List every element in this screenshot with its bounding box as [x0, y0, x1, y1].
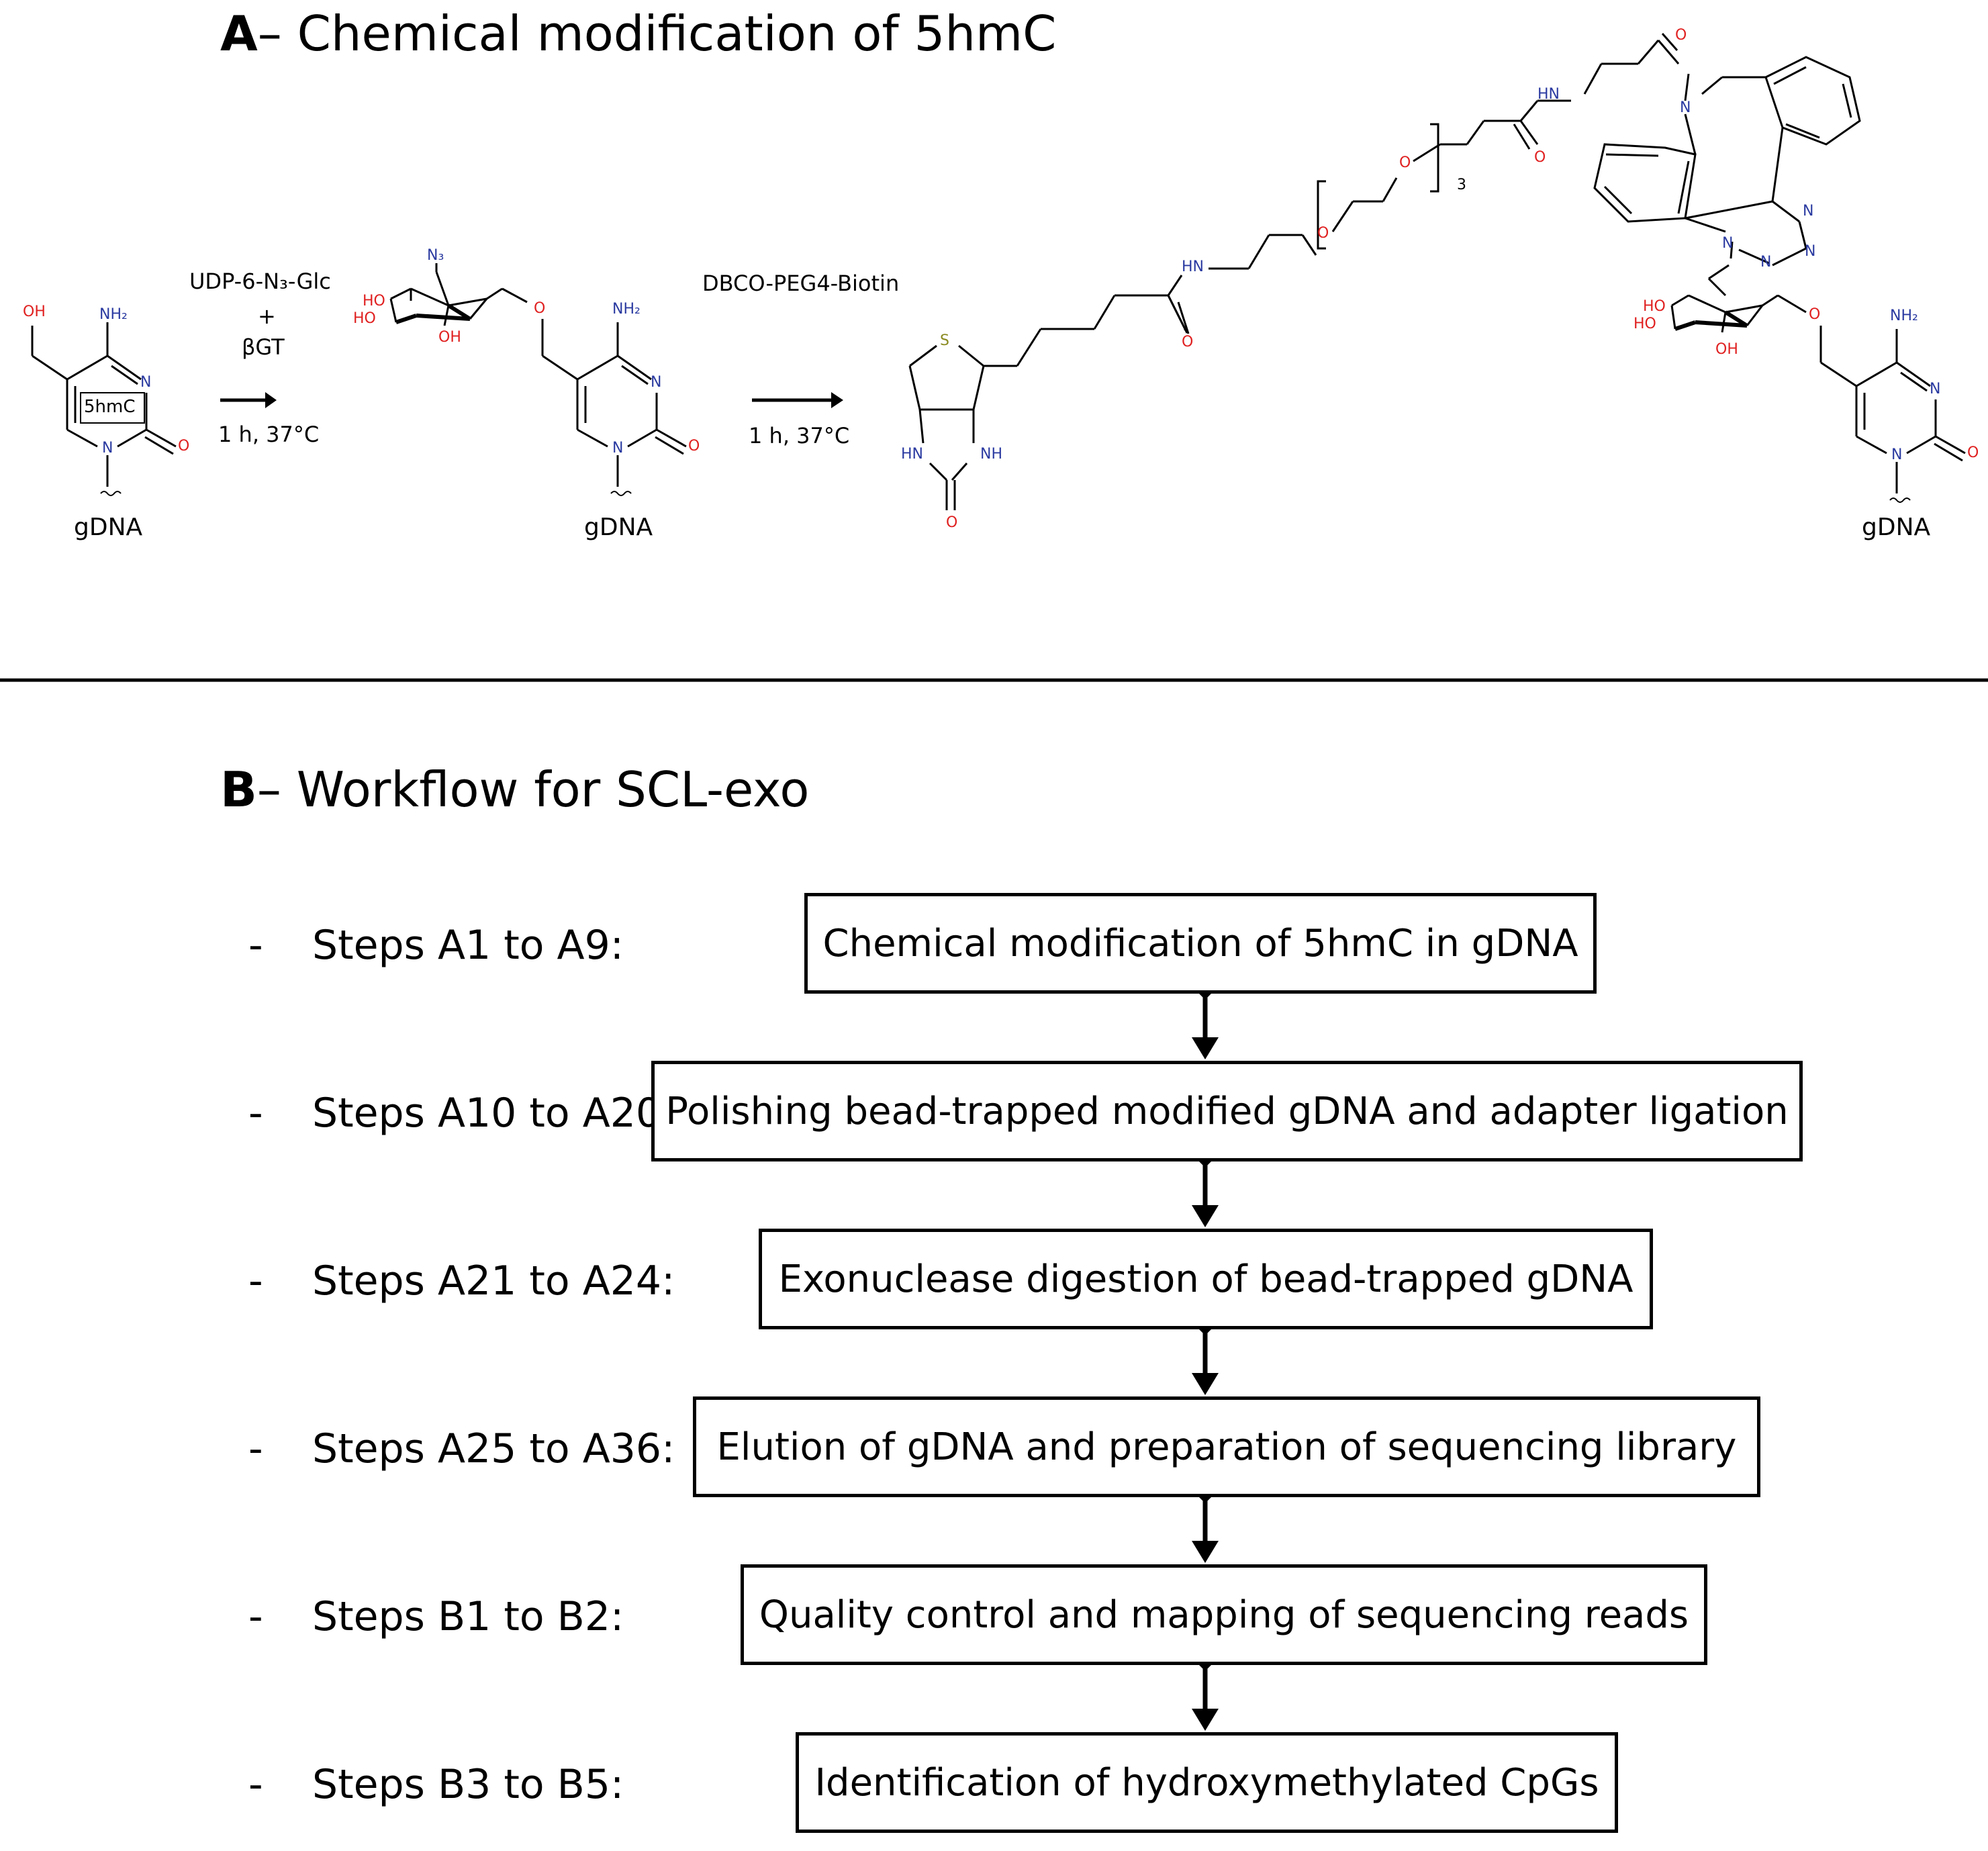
bonds — [31, 33, 1966, 510]
atom-n3: N₃ — [427, 247, 444, 264]
gdna-label-1: gDNA — [74, 514, 143, 541]
step-label-3: Steps A21 to A24: — [312, 1257, 675, 1304]
atom-nh2: NH₂ — [1890, 307, 1918, 324]
step-bullet: - — [248, 1090, 263, 1137]
step-bullet: - — [248, 1593, 263, 1640]
step-label-6: Steps B3 to B5: — [312, 1761, 624, 1808]
atom-n: N — [1803, 203, 1814, 220]
workflow-box-2-text: Polishing bead-trapped modified gDNA and… — [665, 1089, 1789, 1133]
section-a-letter: A — [220, 5, 258, 62]
step-bullet: - — [248, 922, 263, 969]
atom-n: N — [1891, 446, 1903, 463]
atom-oh: OH — [1715, 341, 1738, 358]
workflow-box-1-text: Chemical modification of 5hmC in gDNA — [822, 921, 1578, 965]
reagent1-line1: UDP-6-N₃-Glc — [189, 269, 331, 294]
atom-oh: OH — [23, 303, 46, 320]
atom-ho: HO — [353, 310, 376, 327]
atom-o: O — [1534, 149, 1546, 166]
atom-o: O — [1399, 154, 1411, 171]
step-bullet: - — [248, 1257, 263, 1304]
workflow-box-4-text: Elution of gDNA and preparation of seque… — [716, 1425, 1737, 1469]
atom-o: O — [946, 514, 958, 531]
section-b-letter: B — [220, 761, 257, 818]
atom-o: O — [1809, 306, 1821, 323]
workflow-box-5-text: Quality control and mapping of sequencin… — [759, 1593, 1689, 1637]
workflow-box-6: Identification of hydroxymethylated CpGs — [796, 1732, 1618, 1833]
condition1: 1 h, 37°C — [218, 422, 320, 447]
step-label-4: Steps A25 to A36: — [312, 1425, 675, 1472]
section-b-title: B– Workflow for SCL-exo — [220, 765, 809, 814]
nucleoside-label: 5hmC — [84, 397, 136, 417]
peg-repeat: 3 — [1457, 177, 1466, 193]
atom-hn: HN — [901, 446, 923, 463]
atom-o: O — [688, 438, 700, 455]
atom-o: O — [1675, 27, 1687, 44]
workflow-box-1: Chemical modification of 5hmC in gDNA — [804, 893, 1597, 994]
atom-n: N — [612, 440, 624, 457]
section-a-title-text: – Chemical modification of 5hmC — [257, 5, 1057, 62]
atom-n: N — [1930, 381, 1941, 397]
atom-ho: HO — [363, 293, 385, 310]
atom-nh: NH — [980, 446, 1002, 463]
atom-ho: HO — [1634, 316, 1656, 332]
atom-hn: HN — [1537, 86, 1560, 103]
gdna-label-2: gDNA — [584, 514, 653, 541]
atom-o: O — [178, 438, 190, 455]
atom-n: N — [1680, 99, 1691, 116]
atom-nh2: NH₂ — [99, 306, 128, 323]
atom-n: N — [1760, 254, 1772, 271]
atom-n: N — [1805, 243, 1816, 260]
step-bullet: - — [248, 1425, 263, 1472]
atom-n: N — [651, 374, 662, 391]
condition2: 1 h, 37°C — [749, 423, 850, 448]
step-label-5: Steps B1 to B2: — [312, 1593, 624, 1640]
atom-nh2: NH₂ — [612, 301, 641, 318]
atom-o: O — [534, 300, 546, 317]
atom-n: N — [140, 374, 152, 391]
atom-n: N — [102, 440, 113, 457]
reagent2: DBCO-PEG4-Biotin — [702, 271, 900, 296]
workflow-box-6-text: Identification of hydroxymethylated CpGs — [814, 1760, 1599, 1805]
atom-hn: HN — [1182, 258, 1204, 275]
reagent1-line2: + — [258, 303, 276, 329]
workflow-box-3: Exonuclease digestion of bead-trapped gD… — [759, 1229, 1653, 1329]
step-label-2: Steps A10 to A20: — [312, 1090, 675, 1137]
step-label-1: Steps A1 to A9: — [312, 922, 624, 969]
atom-o: O — [1182, 334, 1194, 350]
workflow-box-4: Elution of gDNA and preparation of seque… — [693, 1396, 1760, 1497]
atom-s: S — [940, 332, 949, 349]
workflow-box-3-text: Exonuclease digestion of bead-trapped gD… — [778, 1257, 1634, 1301]
atom-o: O — [1967, 444, 1979, 461]
workflow-box-5: Quality control and mapping of sequencin… — [741, 1564, 1707, 1665]
workflow-box-2: Polishing bead-trapped modified gDNA and… — [651, 1061, 1803, 1161]
gdna-label-3: gDNA — [1862, 514, 1931, 541]
atom-n: N — [1722, 235, 1734, 252]
reagent1-line3: βGT — [242, 334, 285, 360]
step-bullet: - — [248, 1761, 263, 1808]
section-a-title: A– Chemical modification of 5hmC — [220, 9, 1056, 58]
atom-ho: HO — [1643, 298, 1666, 315]
section-b-title-text: – Workflow for SCL-exo — [256, 761, 810, 818]
atom-o: O — [1317, 225, 1329, 242]
atom-oh: OH — [438, 329, 461, 346]
